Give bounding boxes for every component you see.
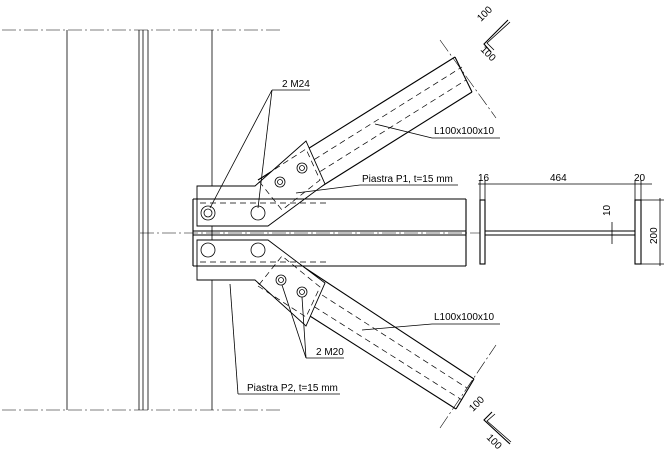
- label-2m20: 2 M20: [281, 284, 344, 359]
- bolts-m24: [200, 205, 266, 258]
- bolt-m24-3: [200, 242, 216, 258]
- lower-angle-end: [455, 378, 475, 410]
- label-plate-p2-text: Piastra P2, t=15 mm: [247, 383, 338, 394]
- label-angle-bottom: L100x100x10: [361, 312, 500, 331]
- lower-angle-cut-centerline: [439, 344, 497, 429]
- label-angle-top: L100x100x10: [374, 123, 500, 139]
- plate-p1-hidden: [257, 148, 321, 211]
- label-angle-bottom-text: L100x100x10: [434, 312, 494, 323]
- lower-angle-hidden-2: [279, 267, 468, 389]
- angle-bottom-shape: [483, 411, 511, 445]
- bolts-m20: [274, 162, 308, 298]
- angle-symbol-bottom: 100 100: [467, 394, 512, 452]
- dim-web-length: 464: [550, 173, 567, 184]
- dim-angle-top-a: 100: [475, 4, 495, 24]
- label-2m20-text: 2 M20: [316, 347, 344, 358]
- dim-section-height: 200: [649, 227, 660, 244]
- gusset-plate-p2: [196, 239, 326, 327]
- lower-angle-hidden-1: [271, 279, 463, 401]
- dim-angle-top-b: 100: [478, 44, 498, 64]
- label-plate-p2: Piastra P2, t=15 mm: [229, 283, 340, 395]
- label-2m24-text: 2 M24: [282, 79, 310, 90]
- bolt-upper-1: [274, 176, 286, 188]
- angle-top-shape: [483, 19, 509, 53]
- upper-angle-end: [454, 56, 473, 93]
- section-flange-left: [479, 199, 486, 265]
- plate-p2-outline: [196, 239, 326, 327]
- dim-web-thk: 10: [602, 204, 613, 216]
- bolt-m20-1: [275, 274, 287, 286]
- dim-flange-thk: 16: [478, 173, 490, 184]
- main-beam: [140, 198, 480, 267]
- section-end-plate: [634, 199, 642, 265]
- upper-angle-cut-centerline: [439, 39, 497, 119]
- dim-end-plate-thk: 20: [634, 173, 646, 184]
- bolt-m24-1: [200, 205, 216, 221]
- label-angle-top-text: L100x100x10: [434, 126, 494, 137]
- angle-symbol-top: 100 100: [475, 4, 511, 64]
- bolt-m24-4: [250, 242, 266, 258]
- beam-cross-section: 16 464 20 10 200: [478, 173, 664, 266]
- label-2m24: 2 M24: [209, 79, 310, 209]
- label-plate-p1: Piastra P1, t=15 mm: [295, 174, 458, 194]
- upper-angle-hidden-2: [277, 79, 467, 199]
- lower-angle-edge-2: [295, 261, 475, 380]
- label-plate-p1-text: Piastra P1, t=15 mm: [362, 174, 453, 185]
- dim-angle-bottom-a: 100: [467, 394, 487, 414]
- bolt-upper-2: [296, 162, 308, 174]
- upper-angle-hidden-1: [271, 66, 463, 187]
